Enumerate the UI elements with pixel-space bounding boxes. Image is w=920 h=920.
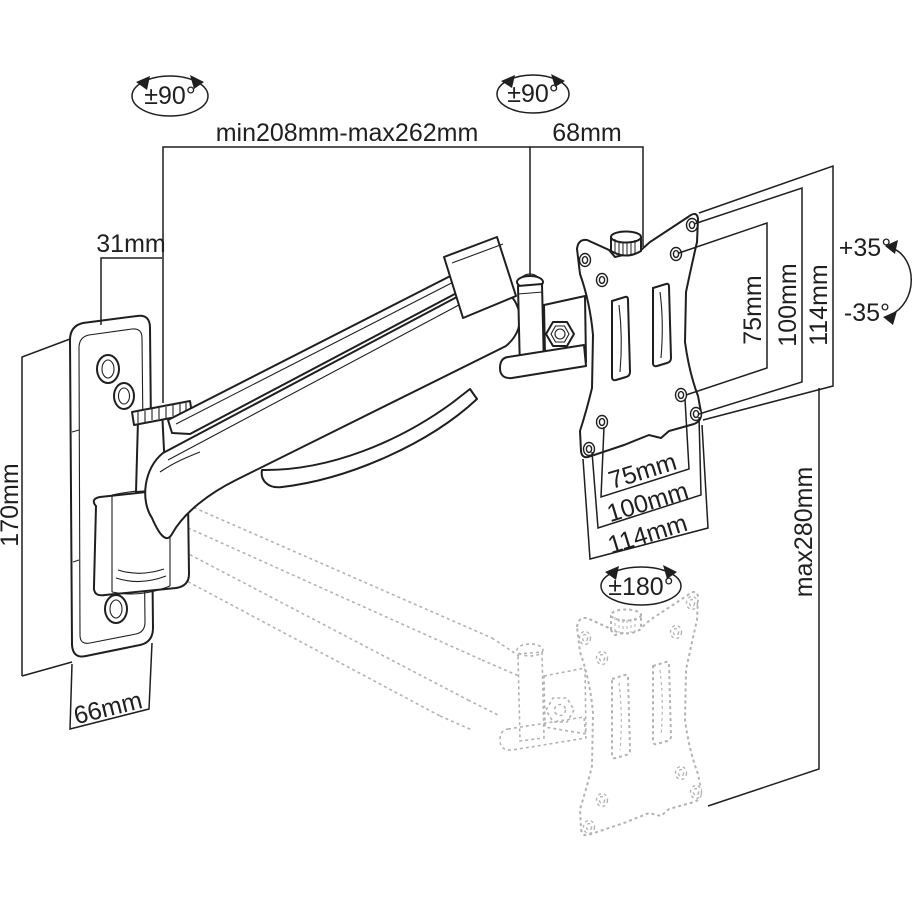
ghost-vesa-plate [576, 590, 703, 837]
label-swivel-wall: ±90° [144, 82, 196, 110]
swivel-wall-ellipse-icon [131, 75, 209, 117]
label-vesa-height-114: 114mm [805, 264, 833, 346]
label-vesa-height-75: 75mm [739, 275, 767, 344]
mount-hole [104, 594, 128, 624]
tilt-joint-head [443, 236, 587, 380]
label-vertical-travel: max280mm [790, 467, 818, 598]
label-tilt-up: +35° [839, 234, 891, 262]
tilt-arrow-up-icon [885, 240, 898, 254]
dimension-lines [21, 146, 912, 807]
pivot-bolt [545, 321, 575, 347]
vesa-plate [576, 212, 703, 459]
rotation-symbols [131, 74, 682, 606]
label-wall-plate-height: 170mm [0, 463, 24, 546]
gas-spring-arm [131, 261, 521, 540]
label-wall-plate-width: 66mm [71, 686, 145, 730]
label-wall-plate-offset: 31mm [96, 230, 165, 258]
ghost-arm-lowered-position [148, 497, 587, 751]
label-tilt-down: -35° [844, 299, 890, 327]
label-arm-reach: min208mm-max262mm [216, 119, 479, 147]
swivel-head-ellipse-icon [496, 74, 570, 114]
label-rotation-range: ±180° [608, 573, 673, 601]
mount-hole [113, 382, 135, 410]
label-head-depth: 68mm [552, 119, 621, 147]
label-vesa-height-100: 100mm [774, 263, 802, 346]
tilt-arrow-down-icon [883, 311, 897, 325]
rotation-ellipse-icon [600, 566, 682, 606]
label-swivel-head: ±90° [507, 80, 559, 108]
mount-hole [96, 354, 120, 384]
